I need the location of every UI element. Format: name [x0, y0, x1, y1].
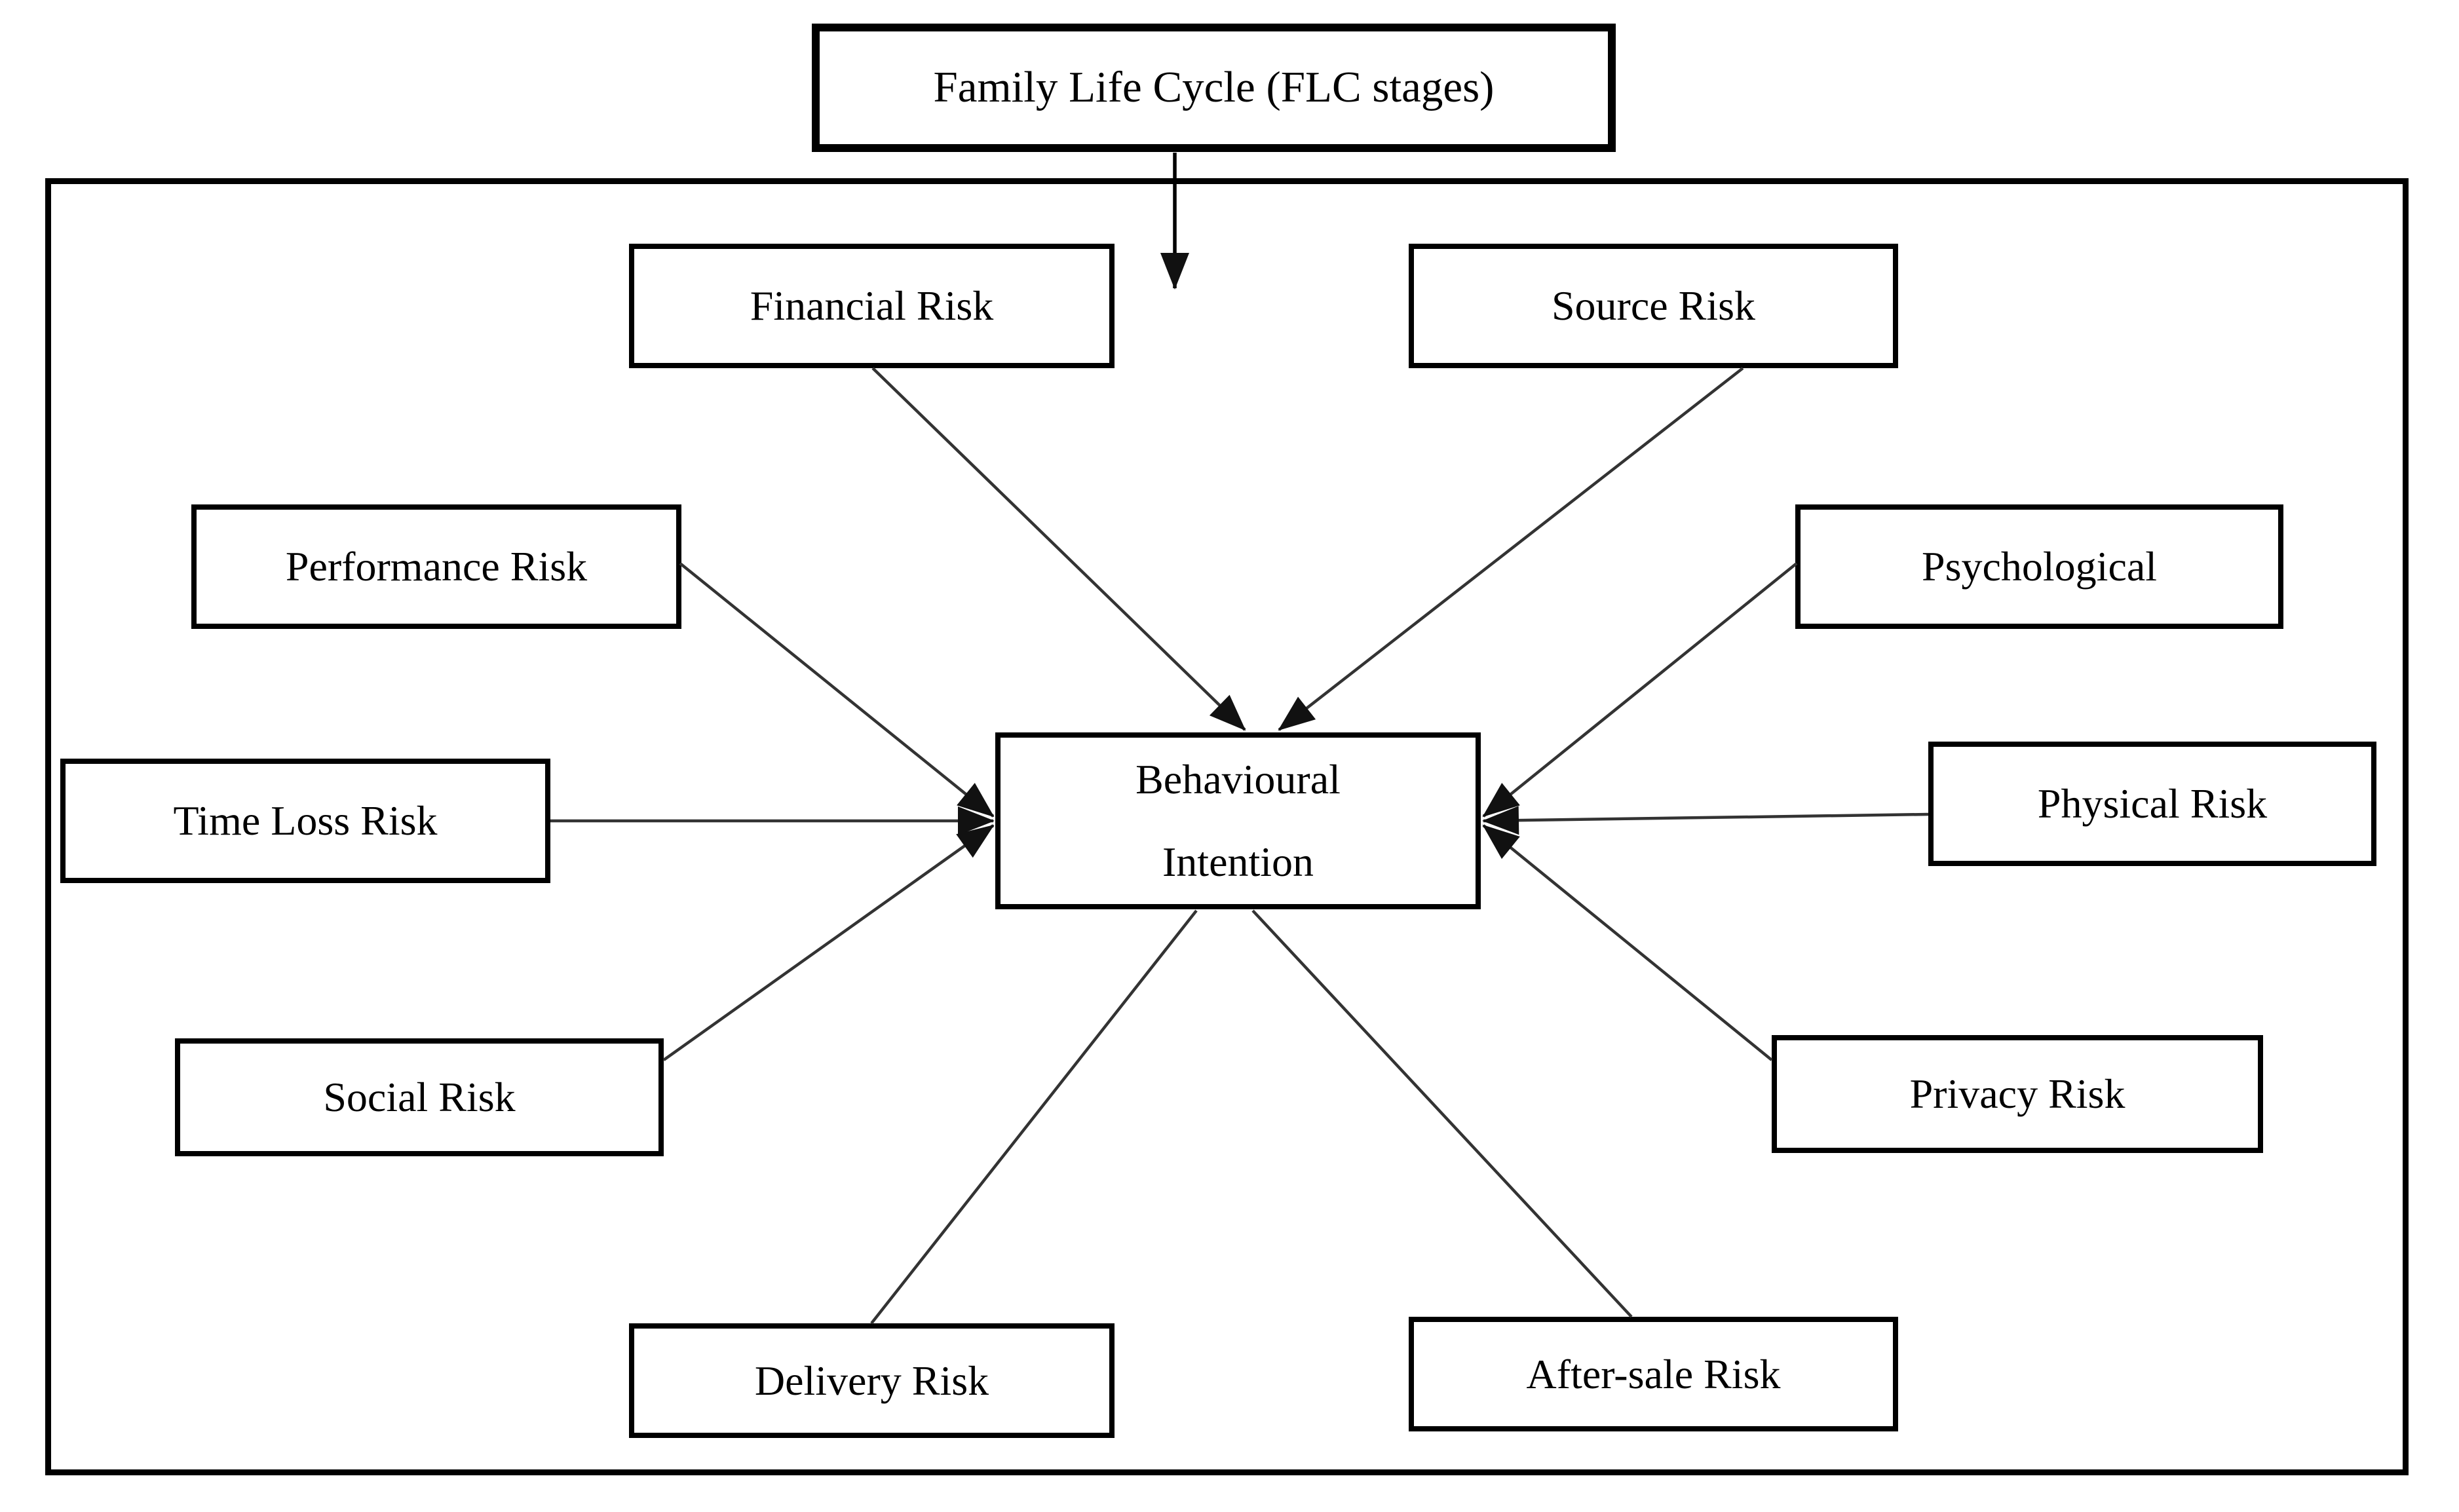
node-performance-risk: Performance Risk [191, 504, 681, 629]
node-after-sale-risk: After-sale Risk [1409, 1317, 1898, 1431]
node-behavioural-intention: Behavioural Intention [995, 732, 1481, 909]
node-social-risk: Social Risk [175, 1038, 664, 1156]
node-time-loss-risk: Time Loss Risk [60, 759, 550, 883]
node-performance-risk-label: Performance Risk [285, 543, 588, 590]
node-social-risk-label: Social Risk [323, 1074, 516, 1121]
node-psychological-label: Psychological [1921, 543, 2158, 590]
node-privacy-risk-label: Privacy Risk [1909, 1070, 2125, 1118]
node-source-risk: Source Risk [1409, 244, 1898, 368]
node-after-sale-risk-label: After-sale Risk [1526, 1350, 1781, 1397]
node-delivery-risk-label: Delivery Risk [754, 1357, 989, 1404]
node-source-risk-label: Source Risk [1551, 282, 1756, 330]
node-family-life-cycle: Family Life Cycle (FLC stages) [812, 24, 1616, 152]
node-behavioural-intention-line1: Behavioural [1135, 756, 1341, 803]
node-behavioural-intention-line2: Intention [1162, 839, 1314, 885]
node-delivery-risk: Delivery Risk [629, 1323, 1115, 1438]
node-family-life-cycle-label: Family Life Cycle (FLC stages) [933, 63, 1495, 112]
node-financial-risk-label: Financial Risk [750, 282, 994, 330]
node-physical-risk: Physical Risk [1928, 742, 2376, 866]
node-financial-risk: Financial Risk [629, 244, 1115, 368]
node-psychological: Psychological [1795, 504, 2283, 629]
node-time-loss-risk-label: Time Loss Risk [173, 797, 438, 844]
outer-frame [45, 178, 2409, 1475]
node-privacy-risk: Privacy Risk [1772, 1035, 2263, 1153]
node-physical-risk-label: Physical Risk [2037, 780, 2268, 827]
